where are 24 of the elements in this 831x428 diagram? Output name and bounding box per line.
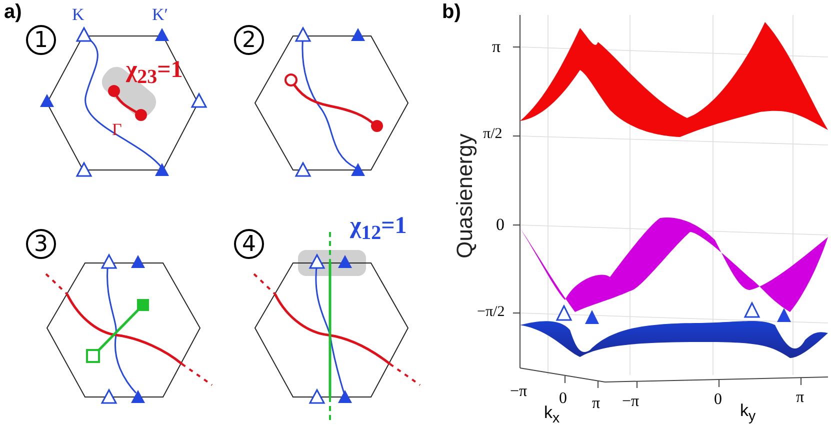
point-label: K′: [152, 6, 168, 23]
axis-tick-label: −π: [622, 394, 640, 410]
numbered-circle: 4: [234, 229, 264, 259]
panel-label: b): [442, 2, 461, 22]
panel-label: a): [4, 2, 22, 22]
chern-number-label: χ$_{12}$=1: [350, 214, 407, 243]
axis-tick-label: 0: [496, 216, 504, 233]
point-label: K: [72, 6, 84, 23]
numbered-circle: 1: [26, 25, 56, 55]
axis-title: k$_{y}$: [740, 402, 756, 424]
axis-tick-label: −π: [510, 384, 528, 400]
numbered-circle: 2: [234, 25, 264, 55]
axis-title: k$_{x}$: [544, 404, 560, 426]
axis-tick-label: π: [492, 38, 501, 55]
point-label: Γ: [112, 121, 122, 138]
axis-tick-label: π: [592, 396, 600, 412]
axis-title: Quasienergy: [454, 132, 476, 260]
axis-tick-label: −π/2: [477, 305, 505, 320]
axis-tick-label: π/2: [483, 127, 502, 142]
axis-tick-label: 0: [714, 392, 722, 408]
axis-tick-label: π: [796, 390, 804, 406]
numbered-circle: 3: [26, 229, 56, 259]
axis-tick-label: 0: [559, 391, 567, 407]
chern-number-label: χ$_{23}$=1: [126, 58, 183, 87]
